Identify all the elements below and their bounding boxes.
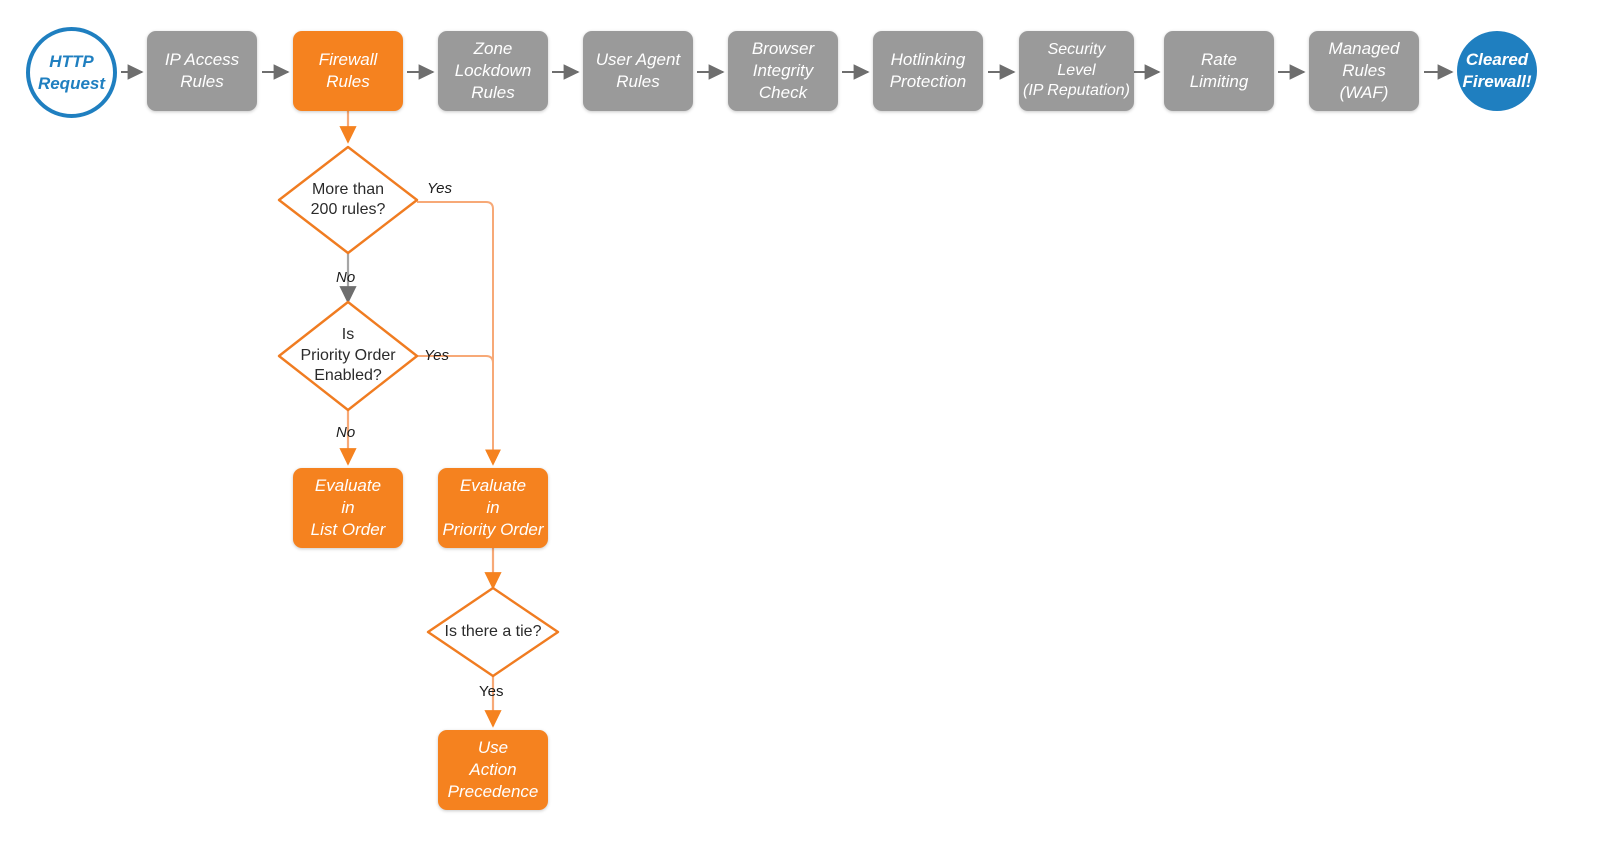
- edge-label-yes-more-than-200: Yes: [427, 180, 453, 197]
- pipeline-step-managed-rules-waf[interactable]: Managed Rules (WAF): [1309, 31, 1419, 111]
- pipeline-step-label: Security Level (IP Reputation): [1022, 41, 1130, 100]
- decision-label: Is there a tie?: [444, 622, 542, 640]
- pipeline-step-firewall-rules[interactable]: Firewall Rules: [293, 31, 403, 111]
- outcome-label: Use Action Precedence: [447, 738, 539, 801]
- decision-label: Is Priority Order Enabled?: [300, 326, 396, 385]
- decision-more-than-200-rules[interactable]: More than 200 rules?: [277, 145, 419, 255]
- pipeline-step-browser-integrity-check[interactable]: Browser Integrity Check: [728, 31, 838, 111]
- decision-is-there-a-tie[interactable]: Is there a tie?: [426, 586, 560, 678]
- diamond-shape-icon: [426, 586, 560, 678]
- decision-is-priority-order-enabled[interactable]: Is Priority Order Enabled?: [277, 300, 419, 412]
- pipeline-step-label: Browser Integrity Check: [751, 39, 815, 102]
- edge-label-yes-tie: Yes: [479, 683, 504, 700]
- decision-label: More than 200 rules?: [310, 180, 386, 218]
- edge-label-no-more-than-200: No: [336, 269, 356, 286]
- end-node-cleared-firewall[interactable]: Cleared Firewall!: [1457, 31, 1537, 111]
- outcome-evaluate-in-priority-order[interactable]: Evaluate in Priority Order: [438, 468, 548, 548]
- pipeline-step-hotlinking-protection[interactable]: Hotlinking Protection: [873, 31, 983, 111]
- edge-label-no-priority-order: No: [336, 424, 356, 441]
- outcome-label: Evaluate in Priority Order: [442, 476, 544, 539]
- outcome-label: Evaluate in List Order: [310, 476, 386, 539]
- pipeline-step-label: Firewall Rules: [318, 50, 378, 91]
- pipeline-step-label: IP Access Rules: [164, 50, 240, 91]
- diamond-shape-icon: [277, 145, 419, 255]
- pipeline-step-label: Managed Rules (WAF): [1328, 39, 1400, 102]
- pipeline-step-label: User Agent Rules: [595, 50, 681, 91]
- pipeline-step-security-level-ip-reputation[interactable]: Security Level (IP Reputation): [1019, 31, 1134, 111]
- outcome-use-action-precedence[interactable]: Use Action Precedence: [438, 730, 548, 810]
- start-node-label: HTTP Request: [37, 51, 106, 93]
- outcome-evaluate-in-list-order[interactable]: Evaluate in List Order: [293, 468, 403, 548]
- pipeline-step-ip-access-rules[interactable]: IP Access Rules: [147, 31, 257, 111]
- pipeline-step-label: Hotlinking Protection: [889, 50, 967, 91]
- end-node-label: Cleared Firewall!: [1462, 50, 1532, 91]
- diamond-shape-icon: [277, 300, 419, 412]
- pipeline-step-rate-limiting[interactable]: Rate Limiting: [1164, 31, 1274, 111]
- pipeline-step-user-agent-rules[interactable]: User Agent Rules: [583, 31, 693, 111]
- edge-label-yes-priority-order: Yes: [424, 347, 450, 364]
- pipeline-step-label: Zone Lockdown Rules: [454, 39, 532, 102]
- pipeline-step-zone-lockdown-rules[interactable]: Zone Lockdown Rules: [438, 31, 548, 111]
- start-node-http-request[interactable]: HTTP Request: [26, 27, 117, 118]
- pipeline-step-label: Rate Limiting: [1189, 50, 1249, 91]
